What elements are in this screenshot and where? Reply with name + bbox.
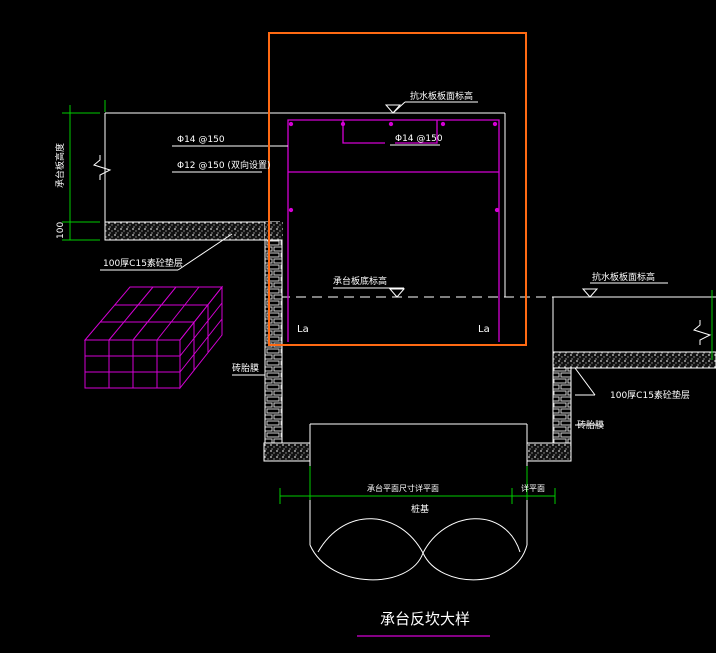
structure-outline: [104, 112, 716, 581]
cushion-label-right: 100厚C15素砼垫层: [610, 389, 690, 401]
drawing-title: 承台反坎大样: [380, 610, 470, 628]
rebar-cage-3d-sketch: [83, 285, 224, 390]
cap-dimension-label: 承台平面尺寸详平面: [367, 483, 439, 493]
cap-height-dim-label: 承台板高度: [54, 143, 66, 188]
top-elevation-label: 抗水板板面标高: [410, 90, 473, 102]
la-label-left: La: [297, 324, 309, 335]
pile-label: 桩基: [411, 503, 429, 515]
side-dimension-label: 详平面: [521, 483, 545, 493]
break-line: [92, 155, 712, 345]
cushion-label-left: 100厚C15素砼垫层: [103, 257, 183, 269]
la-label-right: La: [478, 324, 490, 335]
rebar-cage: [287, 119, 500, 342]
rebar-label-right: Φ14 @150: [395, 134, 443, 144]
highlight-box: [268, 32, 527, 346]
right-elevation-label: 抗水板板面标高: [592, 271, 655, 283]
leaders: [100, 101, 668, 426]
brick-label-left: 砖胎膜: [232, 362, 259, 374]
dim-100-label: 100: [56, 222, 66, 239]
rebar-label-mid: Φ12 @150 (双向设置): [177, 159, 270, 171]
dimension-lines: [62, 100, 713, 504]
rebar-label-left: Φ14 @150: [177, 135, 225, 145]
brick-label-right: 砖胎膜: [577, 419, 604, 431]
cushion-layer: [104, 221, 716, 462]
cap-bottom-elevation-label: 承台板底标高: [333, 275, 387, 287]
